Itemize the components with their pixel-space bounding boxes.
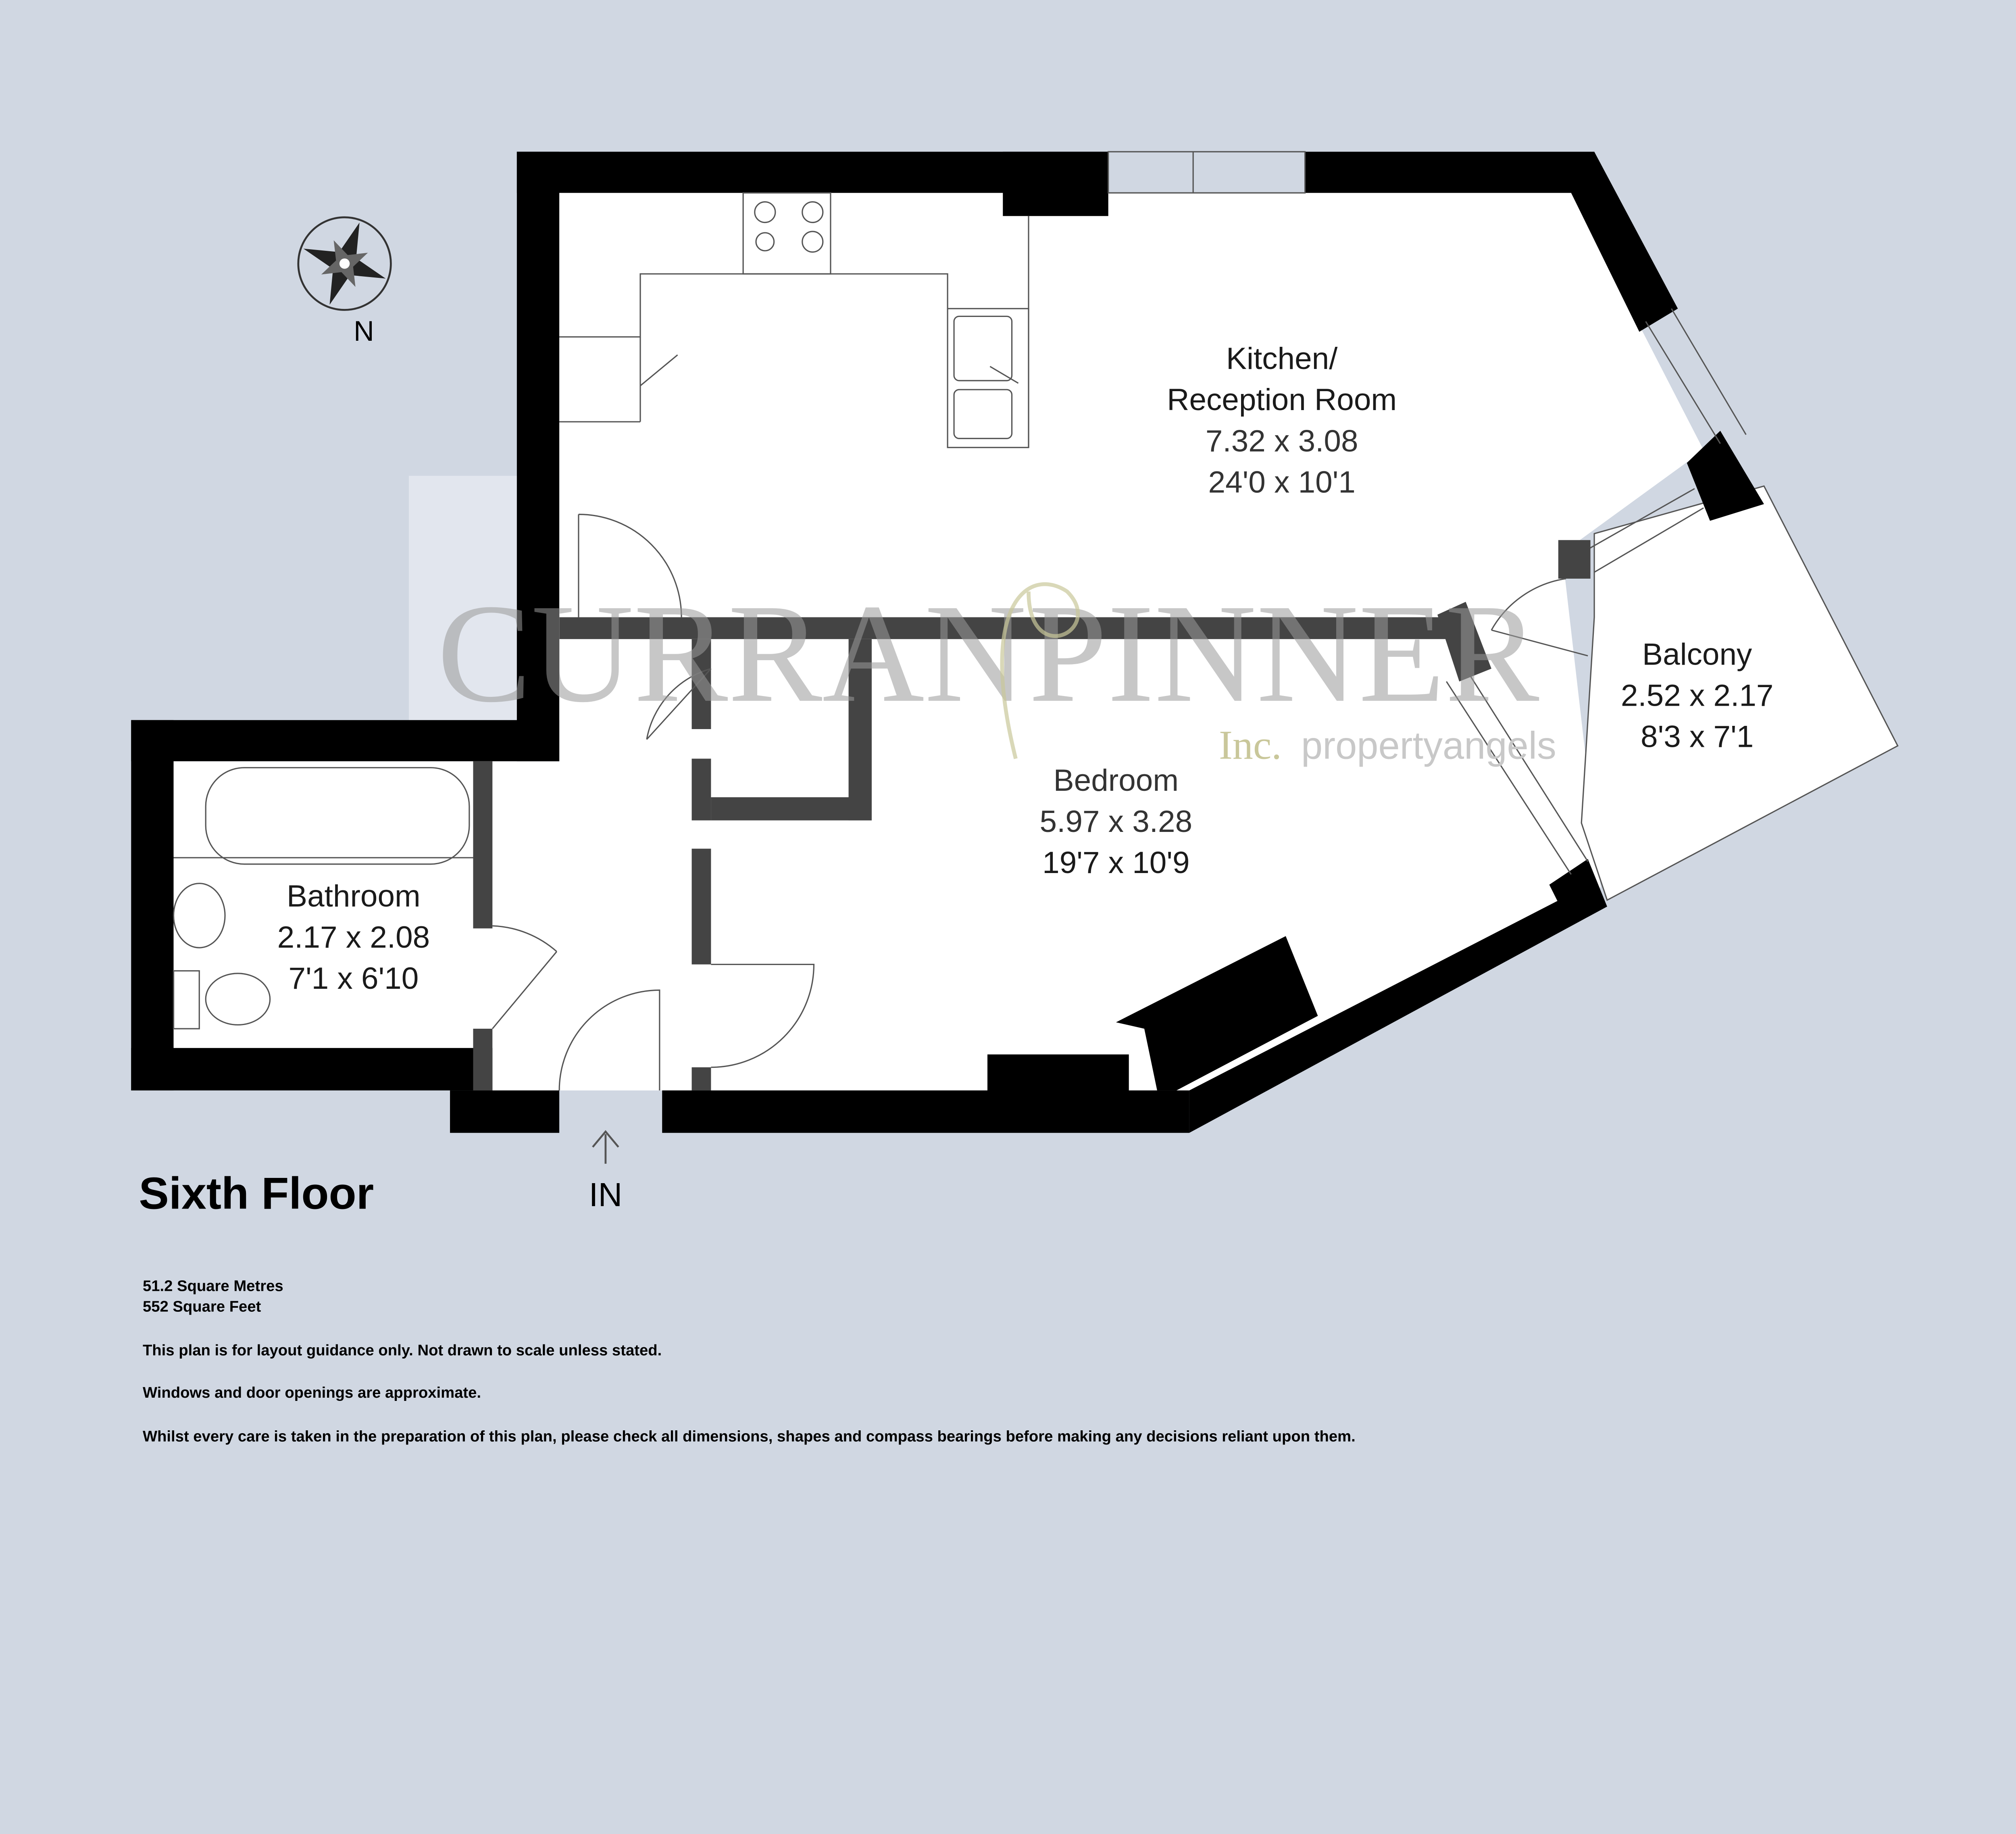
balcony-floor [1581,485,1899,901]
compass-north-label: N [354,315,374,347]
svg-text:CURRAN: CURRAN [437,575,1027,732]
room-label-balcony: Balcony 2.52 x 2.17 8'3 x 7'1 [1621,638,1774,754]
entrance-arrow-icon [592,1130,619,1164]
entrance-label: IN [589,1176,622,1213]
windows [1108,151,1747,875]
flat-floor [173,193,1704,1091]
svg-text:7.32 x 3.08: 7.32 x 3.08 [1206,424,1358,458]
svg-text:Balcony: Balcony [1642,638,1752,672]
svg-text:Bedroom: Bedroom [1054,763,1179,798]
bathroom-fixtures [173,767,473,1030]
room-label-bathroom: Bathroom 2.17 x 2.08 7'1 x 6'10 [277,879,430,996]
svg-text:Bathroom: Bathroom [287,879,421,913]
area-imperial: 552 Square Feet [143,1298,261,1315]
svg-text:19'7 x 10'9: 19'7 x 10'9 [1042,846,1189,880]
balcony-door-post [1558,540,1591,579]
bath-icon [205,767,470,865]
compass-rose-icon [297,216,392,311]
doors [492,354,1588,1091]
svg-text:5.97 x 3.28: 5.97 x 3.28 [1040,804,1193,839]
svg-text:Inc.: Inc. [1219,722,1282,768]
toilet-icon [205,973,271,1026]
svg-text:2.52 x 2.17: 2.52 x 2.17 [1621,679,1774,713]
interior-walls [473,602,1491,1091]
room-label-kitchen: Kitchen/ Reception Room 7.32 x 3.08 24'0… [1167,342,1397,499]
svg-text:24'0 x 10'1: 24'0 x 10'1 [1208,465,1356,499]
area-metric: 51.2 Square Metres [143,1278,283,1295]
svg-text:8'3 x 7'1: 8'3 x 7'1 [1641,720,1754,754]
svg-text:propertyangels: propertyangels [1301,724,1556,767]
disclaimer-2: Windows and door openings are approximat… [143,1384,481,1401]
hob-icon [742,192,831,275]
svg-text:2.17 x 2.08: 2.17 x 2.08 [277,920,430,955]
basin-icon [173,883,226,948]
sink-icon [947,308,1029,448]
disclaimer-3: Whilst every care is taken in the prepar… [143,1428,1356,1445]
svg-text:Reception Room: Reception Room [1167,383,1397,417]
exterior-walls [131,152,1764,1133]
svg-text:7'1 x 6'10: 7'1 x 6'10 [289,961,419,996]
svg-text:Kitchen/: Kitchen/ [1226,342,1338,376]
svg-text:PINNER: PINNER [1029,575,1540,732]
floor-plan: CURRAN PINNER Inc. propertyangels Kitche… [131,151,1899,1445]
watermark-logo: CURRAN PINNER Inc. propertyangels [437,575,1556,768]
kitchen-fixtures [559,192,1029,448]
room-label-bedroom: Bedroom 5.97 x 3.28 19'7 x 10'9 [1040,763,1193,880]
floor-title: Sixth Floor [139,1168,374,1218]
disclaimer-1: This plan is for layout guidance only. N… [143,1342,662,1359]
